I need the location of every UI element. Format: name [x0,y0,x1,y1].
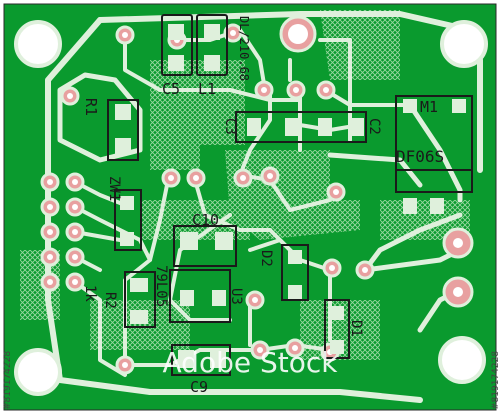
pad-hole [333,189,339,195]
pad-hole [267,173,273,179]
r1-outline [107,99,139,161]
label-d1: D1 [348,320,364,337]
label-d2: D2 [258,250,274,267]
label-r1: R1 [82,98,100,116]
label-c9: C9 [190,378,208,396]
label-zw1: ZW1 [106,176,122,201]
pad-hole [252,297,258,303]
pad-hole [240,175,246,181]
pad-hole [293,87,299,93]
pad-hole [122,32,128,38]
pad-hole [292,345,298,351]
pad-hole [230,30,236,36]
mounting-hole-bottom-right [438,336,486,384]
pad-hole [362,267,368,273]
pad-hole [72,229,78,235]
label-c2: C2 [366,118,382,135]
label-79l05: 79L05 [153,265,169,307]
through-hole-pads [40,23,474,375]
label-c3: C3 [222,118,238,135]
terminal-pad-hole [453,287,463,297]
d1-outline [324,299,350,359]
label-l1: L1 [198,80,216,98]
label-1k: 1k [82,285,98,302]
c2-c3-outline [235,111,367,143]
silkscreen-outlines [107,14,473,376]
pad-hole [323,87,329,93]
l1-outline [196,14,228,76]
r2-outline [124,271,156,328]
zw1-outline [114,189,142,251]
silkscreen-labels: C5 L1 DL/210.68 R1 C3 C2 M1 DF06S ZW1 C1… [82,16,444,396]
label-m1: M1 [420,98,438,116]
stock-id-side: #819174228 [3,351,13,410]
c10-outline [173,225,237,267]
pad-hole [72,254,78,260]
pad-hole [47,204,53,210]
label-dl: DL/210.68 [237,16,251,81]
pad-hole [47,279,53,285]
pad-hole [193,175,199,181]
d2-outline [281,244,309,301]
pad-hole [72,279,78,285]
pad-hole [168,175,174,181]
pad-hole [257,347,263,353]
mounting-hole-top-right [440,20,488,68]
label-c10: C10 [192,211,219,229]
watermark: Adobe Stock [163,346,339,379]
mounting-holes [14,15,488,396]
pad-hole [67,93,73,99]
c5-outline [161,14,193,76]
pad-hole [72,204,78,210]
pad-hole [261,87,267,93]
pad-hole [122,362,128,368]
u79-outline [169,269,231,323]
pad-hole [329,265,335,271]
stock-id: #819174228 [491,351,500,410]
pad-hole [47,254,53,260]
label-df06s: DF06S [396,147,444,166]
pad-hole [72,179,78,185]
mounting-hole-bottom-left [14,348,62,396]
pad-hole [47,179,53,185]
c9-outline [171,344,231,376]
pad-hole [47,229,53,235]
df06s-outline [395,95,473,193]
label-c5: C5 [162,80,180,98]
label-u3: U3 [228,288,244,305]
mounting-hole-top-left [14,20,62,68]
smd-pads [115,24,466,368]
terminal-pad-hole [453,238,463,248]
label-r2: R2 [102,292,118,309]
